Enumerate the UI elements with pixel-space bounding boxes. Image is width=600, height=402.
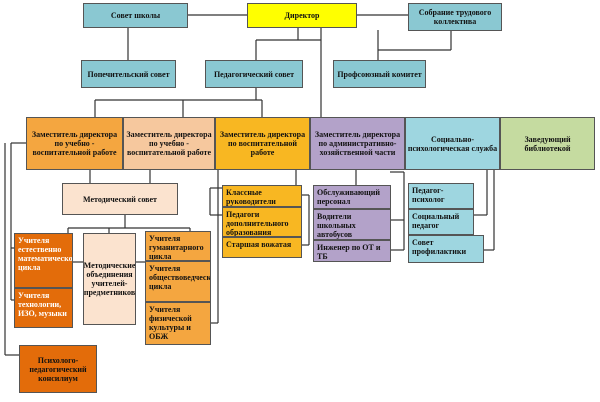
- social-studies-teachers-box: Учителя обществоведческого цикла: [145, 261, 211, 302]
- director-box: Директор: [247, 3, 357, 28]
- tech-art-music-teachers-box: Учителя технологии, ИЗО, музыки: [14, 288, 73, 328]
- psychologist-box: Педагог-психолог: [408, 183, 474, 209]
- deputy-administrative-box: Заместитель директора по административно…: [310, 117, 405, 170]
- psych-ped-consilium-box: Психолого-педагогический консилиум: [19, 345, 97, 393]
- social-pedagogue-box: Социальный педагог: [408, 209, 474, 235]
- extra-education-box: Педагоги дополнительного образования: [222, 207, 302, 237]
- class-teachers-box: Классные руководители: [222, 185, 302, 207]
- trustees-council-box: Попечительский совет: [81, 60, 176, 88]
- pe-safety-teachers-box: Учителя физической культуры и ОБЖ: [145, 302, 211, 345]
- social-psych-service-box: Социально-психологическая служба: [405, 117, 500, 170]
- labor-assembly-box: Собрание трудового коллектива: [408, 3, 502, 31]
- safety-engineer-box: Инженер по ОТ и ТБ: [313, 240, 391, 262]
- deputy-upbringing-box: Заместитель директора по воспитательной …: [215, 117, 310, 170]
- methodical-associations-box: Методические объединения учителей-предме…: [83, 233, 136, 325]
- deputy-academic-2-box: Заместитель директора по учебно - воспит…: [123, 117, 215, 170]
- humanities-teachers-box: Учителя гуманитарного цикла: [145, 231, 211, 261]
- bus-drivers-box: Водители школьных автобусов: [313, 209, 391, 240]
- librarian-box: Заведующий библиотекой: [500, 117, 595, 170]
- senior-counselor-box: Старшая вожатая: [222, 237, 302, 258]
- science-teachers-box: Учителя естественно математического цикл…: [14, 233, 73, 288]
- prevention-council-box: Совет профилактики: [408, 235, 484, 263]
- pedagogical-council-box: Педагогический совет: [205, 60, 303, 88]
- deputy-academic-1-box: Заместитель директора по учебно - воспит…: [26, 117, 123, 170]
- union-committee-box: Профсоюзный комитет: [333, 60, 426, 88]
- service-staff-box: Обслуживающий персонал: [313, 185, 391, 209]
- school-council-box: Совет школы: [83, 3, 188, 28]
- methodical-council-box: Методический совет: [62, 183, 178, 215]
